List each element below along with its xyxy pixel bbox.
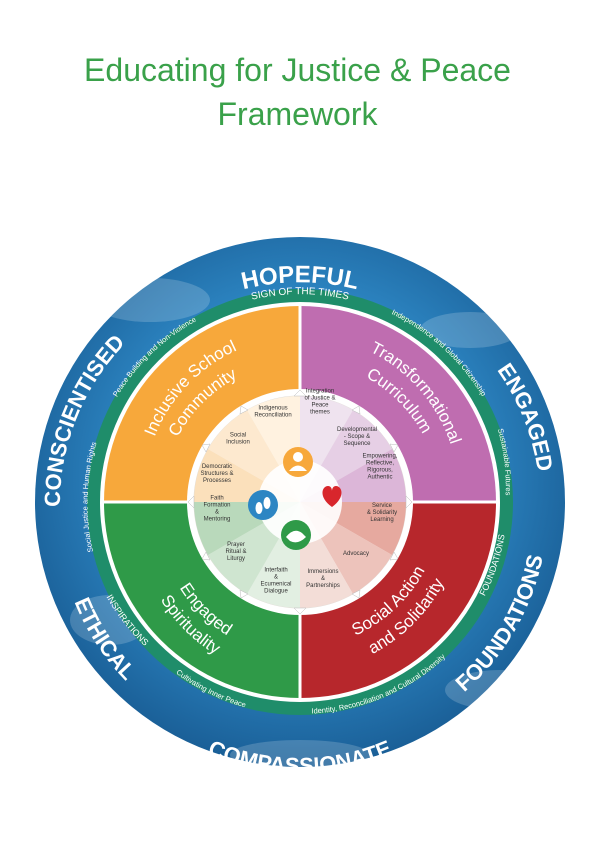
cycle-arrows [187,389,413,615]
inner-item-line: Structures & [200,471,233,477]
inner-item-empowering: Empowering,Reflective,Rigorous,Authentic [362,454,397,481]
inner-item-line: of Justice & [304,396,335,402]
footprints-icon [248,490,278,520]
inner-item-line: Interfaith [264,568,287,574]
inner-item-line: Developmental [337,427,377,433]
band-sign-of-times: SIGN OF THE TIMES [250,286,350,303]
inner-item-line: Integration [306,389,334,395]
inner-item-line: Reconciliation [254,413,291,419]
inner-item-line: Inclusion [226,440,250,446]
inner-item-line: Authentic [367,475,392,481]
inner-item-advocacy: Advocacy [343,551,369,557]
title-line-1: Educating for Justice & Peace [84,52,511,88]
inner-item-line: - Scope & [344,434,370,440]
inner-item-immersions: Immersions&Partnerships [306,569,340,589]
inner-item-line: Prayer [227,542,245,548]
inner-item-line: Indigenous [258,406,287,412]
title-line-2: Framework [217,96,378,132]
inner-item-line: Ritual & [225,549,246,555]
inner-item-line: Rigorous, [367,468,393,474]
person-icon [283,447,313,477]
page-title: Educating for Justice & Peace Framework [0,48,595,136]
inner-item-line: Democratic [202,464,232,470]
inner-item-line: Processes [203,478,231,484]
inner-item-line: Learning [370,517,393,523]
inner-item-line: Peace [311,403,329,409]
inner-item-line: Ecumenical [260,582,291,588]
inner-item-line: Immersions [307,569,338,575]
inner-item-line: Partnerships [306,583,340,589]
inner-item-line: Liturgy [227,556,245,562]
inner-item-line: Sequence [343,441,371,447]
inner-item-line: Empowering, [362,454,397,460]
inner-item-line: Mentoring [204,517,231,523]
inner-item-line: Service [372,503,393,509]
inner-item-line: Dialogue [264,589,288,595]
inner-item-line: Formation [203,503,230,509]
inner-item-line: & Solidarity [367,510,397,516]
inner-item-developmental: Developmental- Scope &Sequence [337,427,377,447]
globe-clouds [70,278,555,770]
handshake-icon [281,520,311,550]
inner-item-line: Advocacy [343,551,369,557]
inner-item-line: & [215,510,219,516]
inner-item-line: Reflective, [366,461,394,467]
inner-item-line: Social [230,433,246,439]
inner-item-line: themes [310,410,330,416]
inner-item-line: & [321,576,325,582]
inner-item-line: & [274,575,278,581]
heart-icon [322,486,342,507]
inner-item-line: Faith [210,496,223,502]
